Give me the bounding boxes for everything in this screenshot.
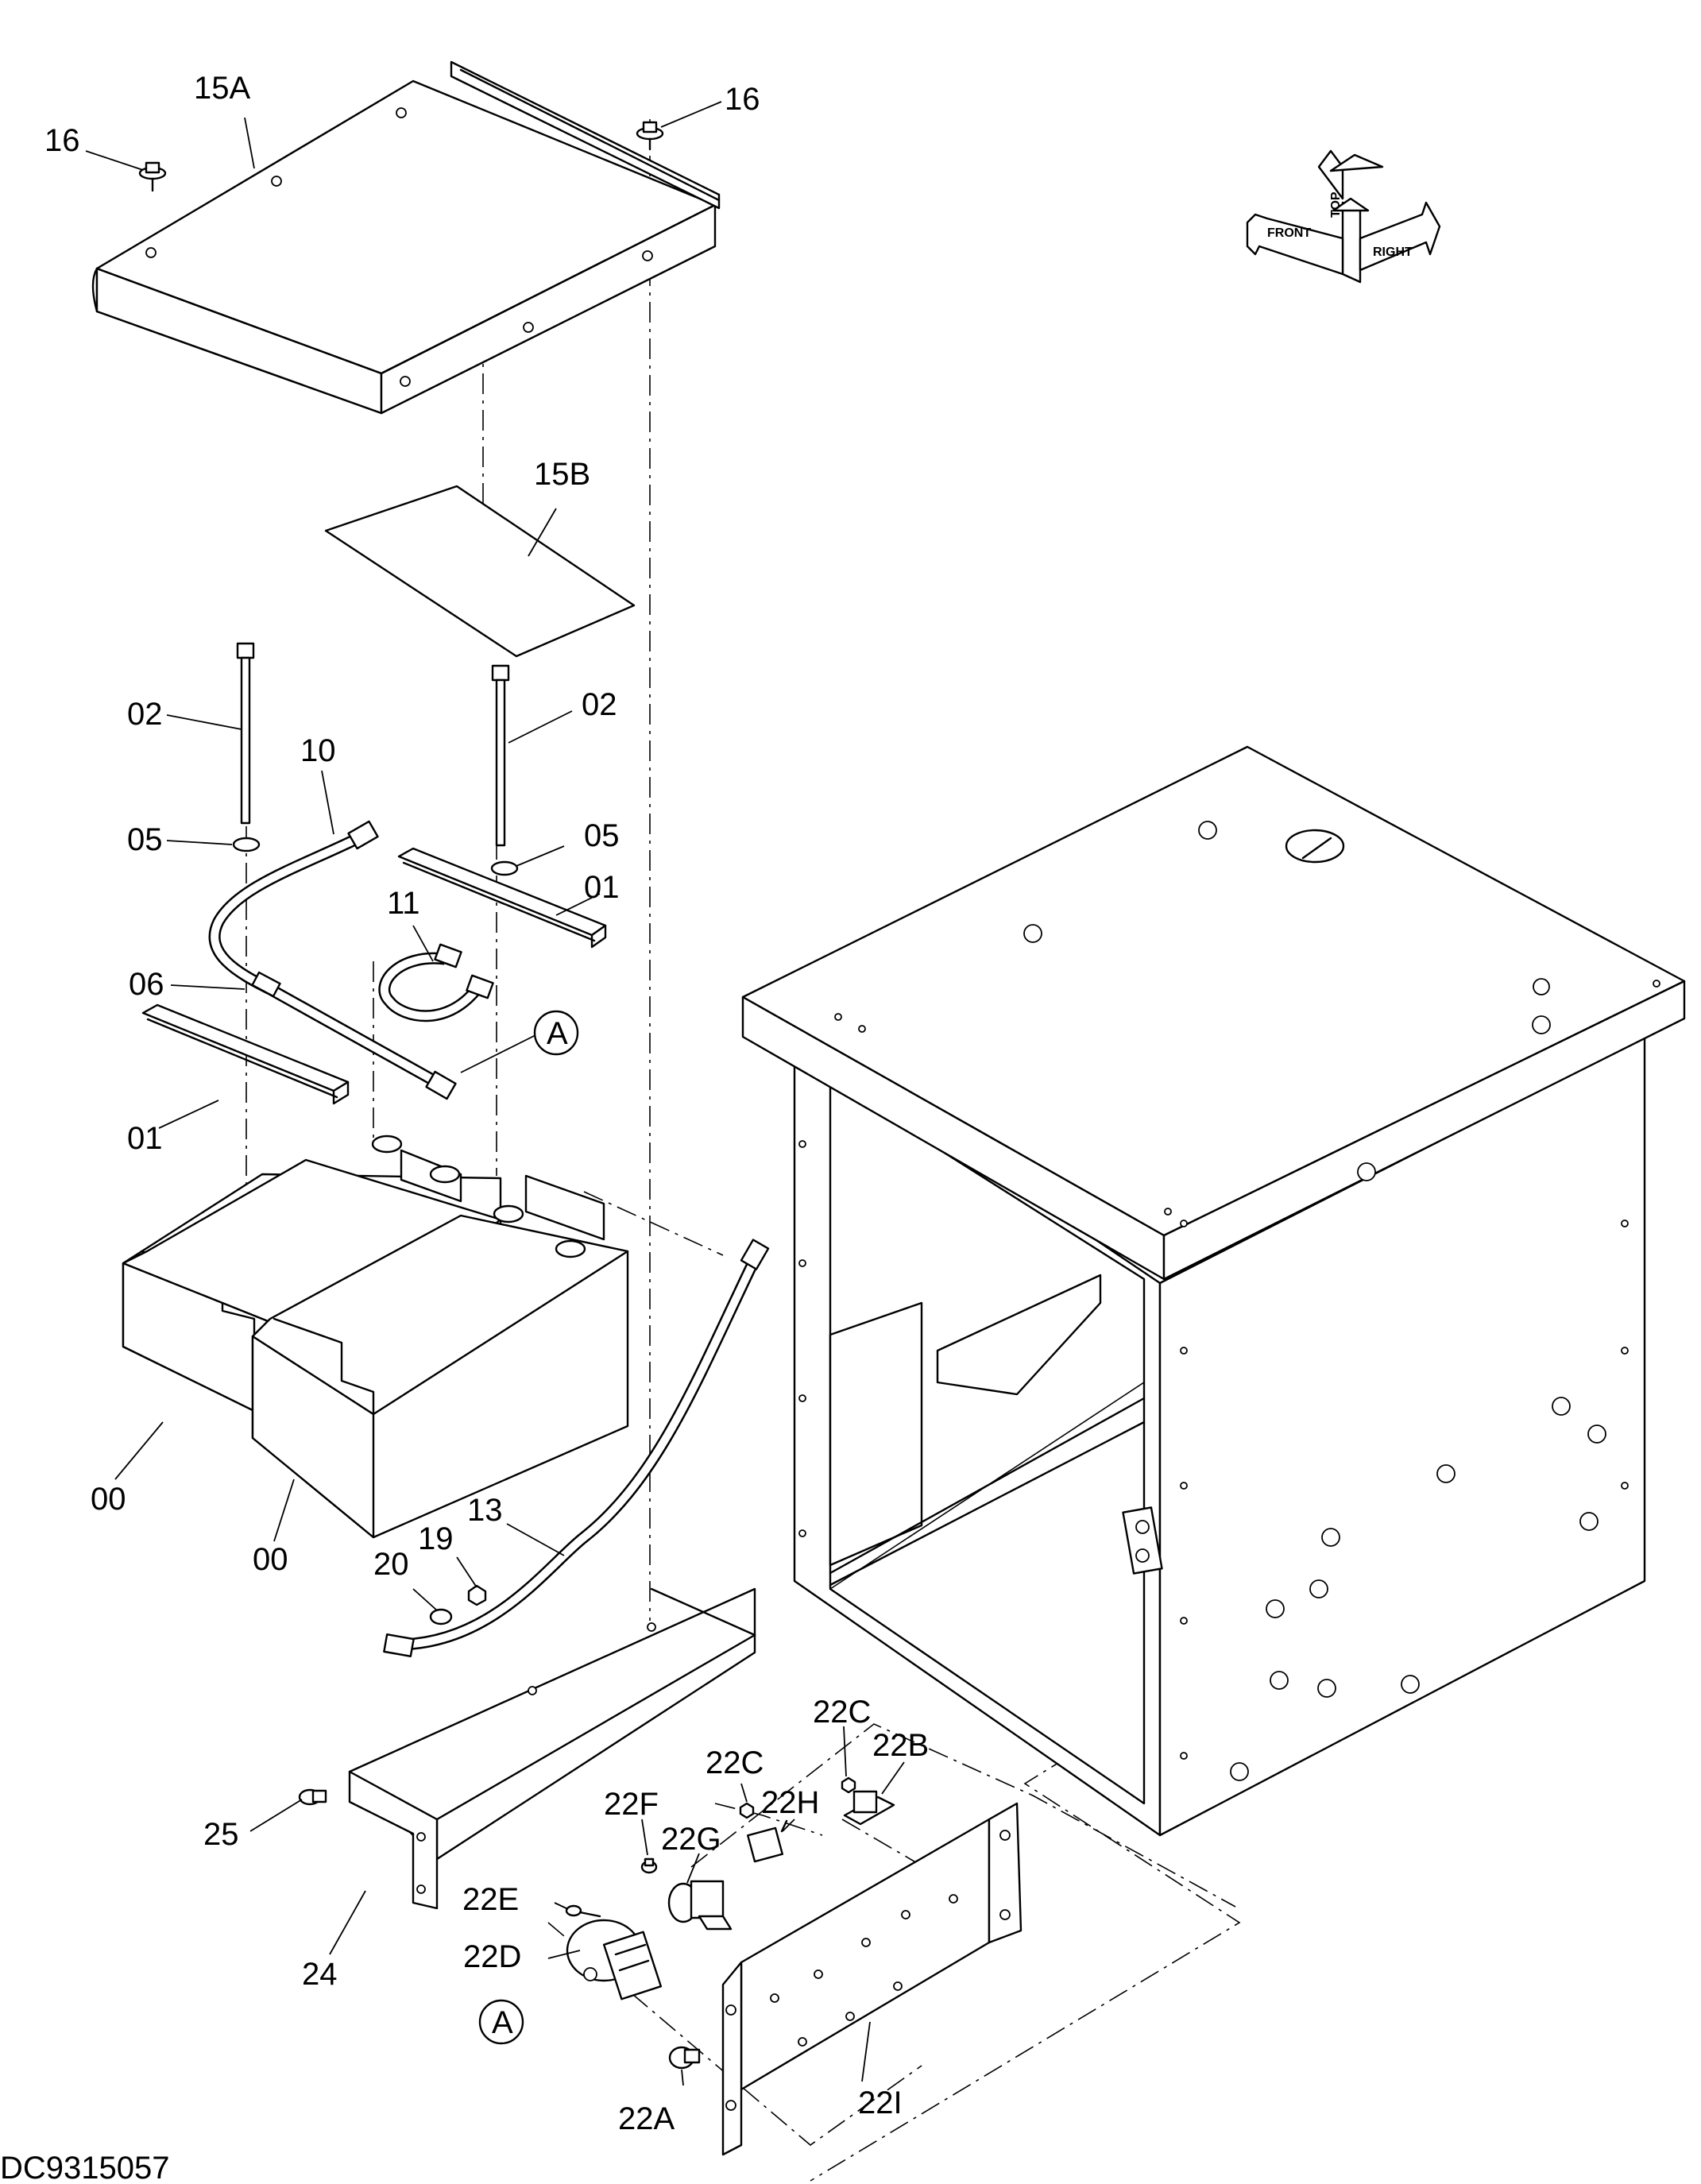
- front-mark: FRONT: [1267, 226, 1311, 240]
- callout-00-right: 00: [253, 1542, 288, 1577]
- callout-22H: 22H: [761, 1785, 819, 1820]
- nut-22C-left: [739, 1802, 755, 1819]
- washer-05-right: [490, 860, 519, 876]
- callout-labels: 15A 16 16 15B 02 02 10 05 05 01 11 06 A …: [44, 71, 929, 2136]
- bolt-16-left: [138, 161, 167, 192]
- drawing-id: DC9315057: [0, 2151, 170, 2184]
- ref-circle-A-bottom: [478, 1999, 524, 2045]
- callout-22D: 22D: [463, 1939, 521, 1974]
- long-bolt-02-right: [491, 664, 510, 847]
- ref-circle-A-top: [533, 1010, 579, 1056]
- callout-11: 11: [387, 886, 420, 921]
- washer-05-left: [232, 837, 261, 852]
- callout-15A: 15A: [194, 71, 250, 106]
- callout-24: 24: [302, 1957, 338, 1992]
- battery-box: [741, 745, 1686, 1837]
- callout-01-left: 01: [127, 1121, 163, 1156]
- callout-05-left: 05: [127, 822, 163, 857]
- callout-10: 10: [300, 733, 336, 768]
- relay-22D: [566, 1919, 663, 2000]
- long-bolt-02-left: [236, 642, 255, 825]
- callout-13: 13: [467, 1493, 503, 1528]
- callout-02-right: 02: [582, 687, 617, 722]
- callout-00-left: 00: [91, 1482, 126, 1517]
- callout-01-right: 01: [584, 870, 620, 905]
- callout-22F: 22F: [604, 1787, 659, 1822]
- bolt-22E: [565, 1904, 601, 1918]
- callout-22C-right: 22C: [813, 1695, 871, 1730]
- callout-22B: 22B: [872, 1728, 929, 1763]
- callout-19: 19: [418, 1521, 454, 1556]
- callout-05-right: 05: [584, 818, 620, 853]
- nut-22C-right: [841, 1776, 856, 1794]
- top-cover-15A: [91, 60, 721, 415]
- rail-01-left: [141, 1003, 350, 1105]
- callout-A-top: A: [547, 1016, 568, 1051]
- short-cable-11: [378, 943, 494, 1022]
- callout-16-right: 16: [725, 82, 760, 117]
- callout-25: 25: [203, 1817, 239, 1852]
- relay-22B: [843, 1790, 895, 1826]
- bolt-22A: [668, 2046, 701, 2070]
- callout-22C-left: 22C: [706, 1745, 764, 1780]
- cable-13: [383, 1239, 770, 1657]
- callout-22G: 22G: [661, 1822, 721, 1857]
- callout-A-bottom: A: [492, 2005, 513, 2040]
- callout-22E: 22E: [462, 1882, 519, 1917]
- callout-15B: 15B: [534, 457, 590, 492]
- right-mark: RIGHT: [1373, 245, 1413, 259]
- relay-22G: [667, 1880, 733, 1931]
- callout-16-left: 16: [44, 123, 80, 158]
- battery-00-right: [251, 1174, 629, 1539]
- sheet-15B: [324, 485, 636, 658]
- callout-06: 06: [129, 967, 164, 1002]
- callout-22I: 22I: [858, 2085, 903, 2120]
- relay-22H: [747, 1819, 788, 1863]
- bracket-24: [348, 1587, 756, 1910]
- callout-20: 20: [373, 1547, 409, 1582]
- nut-19: [467, 1584, 487, 1606]
- callout-22A: 22A: [618, 2101, 675, 2136]
- bolt-16-right: [636, 121, 664, 151]
- callout-02-left: 02: [127, 697, 163, 732]
- leader-lines: [85, 101, 905, 2086]
- washer-20: [429, 1608, 453, 1625]
- bolt-25: [298, 1788, 327, 1806]
- orientation-indicator: FRONT RIGHT TOP: [1246, 149, 1441, 284]
- rail-01-right: [397, 847, 607, 949]
- battery-cable-10: [208, 820, 457, 1100]
- plate-22I: [721, 1802, 1023, 2156]
- bolt-22F: [640, 1857, 658, 1874]
- top-mark: TOP: [1329, 191, 1343, 218]
